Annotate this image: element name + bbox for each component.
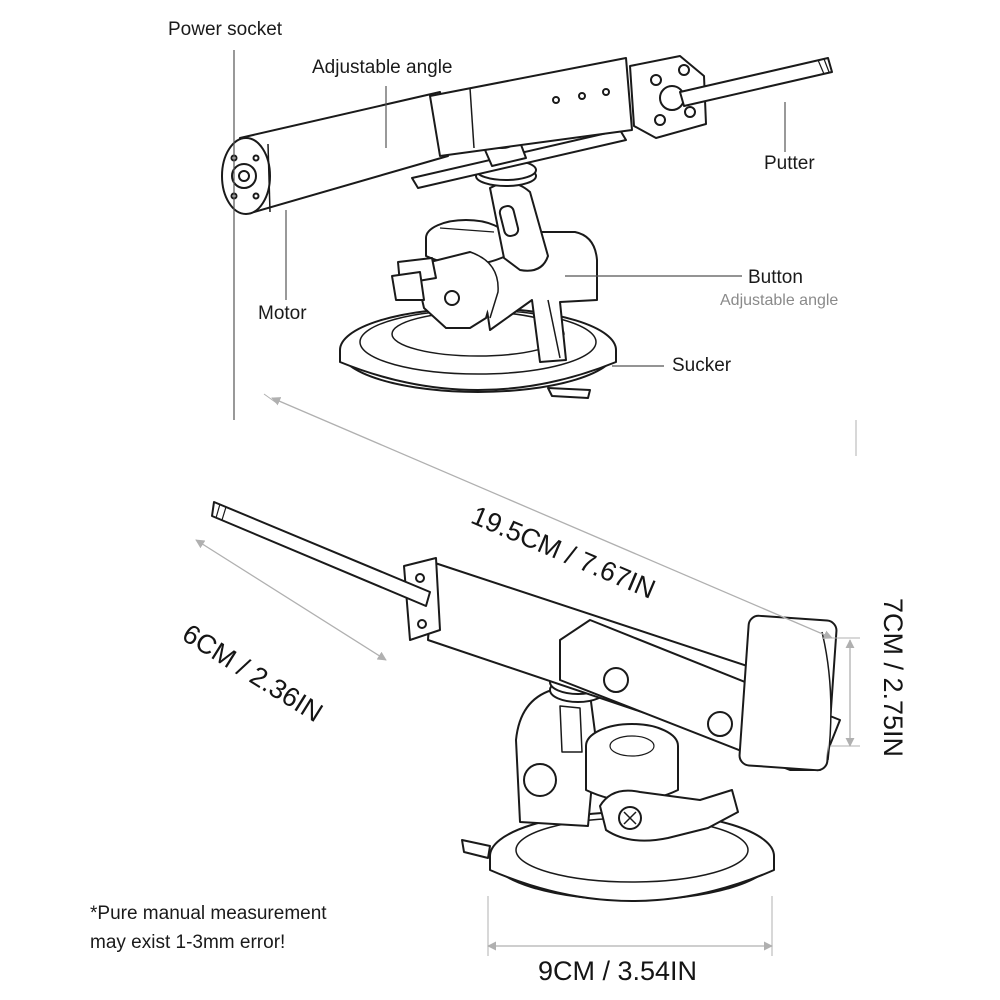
dimension-height: 7CM / 2.75IN	[878, 598, 908, 758]
bottom-knob	[599, 789, 739, 842]
dimension-base: 9CM / 3.54IN	[538, 956, 698, 986]
label-sucker: Sucker	[672, 355, 732, 376]
measurement-note: *Pure manual measurement may exist 1-3mm…	[90, 900, 327, 957]
label-button: Button	[748, 267, 803, 288]
top-actuator	[221, 57, 633, 215]
width-dimension-line	[195, 539, 387, 661]
label-button-sub: Adjustable angle	[720, 292, 839, 309]
top-device	[221, 55, 833, 399]
top-end-block	[629, 55, 707, 139]
note-line-1: *Pure manual measurement	[90, 903, 327, 924]
bottom-bracket	[515, 689, 679, 827]
label-power-socket: Power socket	[168, 19, 283, 40]
bottom-putter-rod	[211, 501, 431, 607]
length-dimension-line	[271, 397, 833, 639]
bottom-sucker	[461, 811, 775, 902]
note-line-2: may exist 1-3mm error!	[90, 931, 286, 953]
label-motor: Motor	[258, 303, 307, 324]
top-knob	[391, 251, 499, 329]
dimension-lines	[195, 393, 860, 956]
label-adjustable-angle: Adjustable angle	[312, 57, 453, 78]
top-leaders	[233, 50, 786, 420]
label-putter: Putter	[764, 153, 815, 174]
top-putter-rod	[679, 57, 833, 107]
